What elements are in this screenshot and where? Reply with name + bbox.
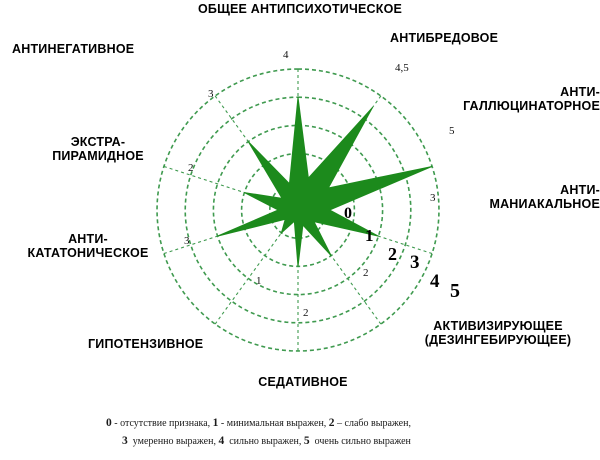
value-tick-antinegativnoe: 3 xyxy=(208,88,214,100)
legend-num-5: 5 xyxy=(303,435,310,447)
grid-ring-3 xyxy=(212,124,384,296)
axis-label-ekstrapiramidnoe: ЭКСТРА- ПИРАМИДНОЕ xyxy=(52,135,144,163)
legend-text-2: – слабо выражен, xyxy=(334,418,411,429)
scale-number-2: 2 xyxy=(388,244,397,264)
axis-label-anti-katatonicheskoe: АНТИ- КАТАТОНИЧЕСКОЕ xyxy=(27,232,149,260)
legend-text-5: очень сильно выражен xyxy=(309,436,411,447)
axis-label-obshee-antipsihoticheskoe: ОБЩЕЕ АНТИПСИХОТИЧЕСКОЕ xyxy=(197,2,403,16)
legend-text-0: - отсутствие признака, xyxy=(111,418,213,429)
scale-number-1: 1 xyxy=(365,226,374,245)
axis-label-anti-maniakalnoe: АНТИ- МАНИАКАЛЬНОЕ xyxy=(489,183,600,211)
value-tick-ekstrapiramidnoe: 2 xyxy=(188,162,194,174)
value-tick-aktiviziruyushee: 2 xyxy=(363,267,369,279)
value-tick-anti-gallucinatornoe: 5 xyxy=(449,125,455,137)
axis-label-aktiviziruyushee: АКТИВИЗИРУЮЩЕЕ (ДЕЗИНГЕБИРУЮЩЕЕ) xyxy=(424,319,572,347)
legend-text-4: сильно выражен, xyxy=(224,436,304,447)
axis-label-sedativnoe: СЕДАТИВНОЕ xyxy=(258,375,348,389)
legend-text-3: умеренно выражен, xyxy=(127,436,219,447)
axis-label-anti-gallucinatornoe: АНТИ- ГАЛЛЮЦИНАТОРНОЕ xyxy=(463,85,600,113)
axis-label-gipotenzivnoe: ГИПОТЕНЗИВНОЕ xyxy=(88,337,204,351)
legend-num-1: 1 xyxy=(212,417,219,429)
legend-line-1: 0 - отсутствие признака, 1 - минимальная… xyxy=(96,405,411,442)
legend-line-2: 3 умеренно выражен, 4 сильно выражен, 5 … xyxy=(112,423,411,460)
scale-number-0: 0 xyxy=(344,205,352,222)
grid-ring-4 xyxy=(184,96,412,324)
legend-text-1: - минимальная выражен, xyxy=(218,418,329,429)
value-tick-sedativnoe: 2 xyxy=(303,307,309,319)
scale-number-3: 3 xyxy=(410,252,420,273)
scale-number-4: 4 xyxy=(430,271,440,292)
axis-label-antinegativnoe: АНТИНЕГАТИВНОЕ xyxy=(12,42,135,56)
scale-number-5: 5 xyxy=(450,280,460,302)
radar-svg xyxy=(156,68,440,352)
legend-num-3: 3 xyxy=(122,435,128,447)
value-tick-anti-maniakalnoe: 3 xyxy=(430,192,436,204)
value-tick-anti-katatonicheskoe: 3 xyxy=(184,235,190,247)
radar-chart: ОБЩЕЕ АНТИПСИХОТИЧЕСКОЕ АНТИБРЕДОВОЕ АНТ… xyxy=(12,2,600,447)
axis-label-antibredovoe: АНТИБРЕДОВОЕ xyxy=(390,31,499,45)
value-tick-obshee-antipsihoticheskoe: 4 xyxy=(283,49,289,61)
value-tick-antibredovoe: 4,5 xyxy=(395,62,409,74)
legend-num-0: 0 xyxy=(106,417,112,429)
legend-num-2: 2 xyxy=(328,417,335,429)
value-tick-gipotenzivnoe: 1 xyxy=(256,275,262,287)
data-series-polygon xyxy=(217,97,433,267)
legend-num-4: 4 xyxy=(218,435,225,447)
